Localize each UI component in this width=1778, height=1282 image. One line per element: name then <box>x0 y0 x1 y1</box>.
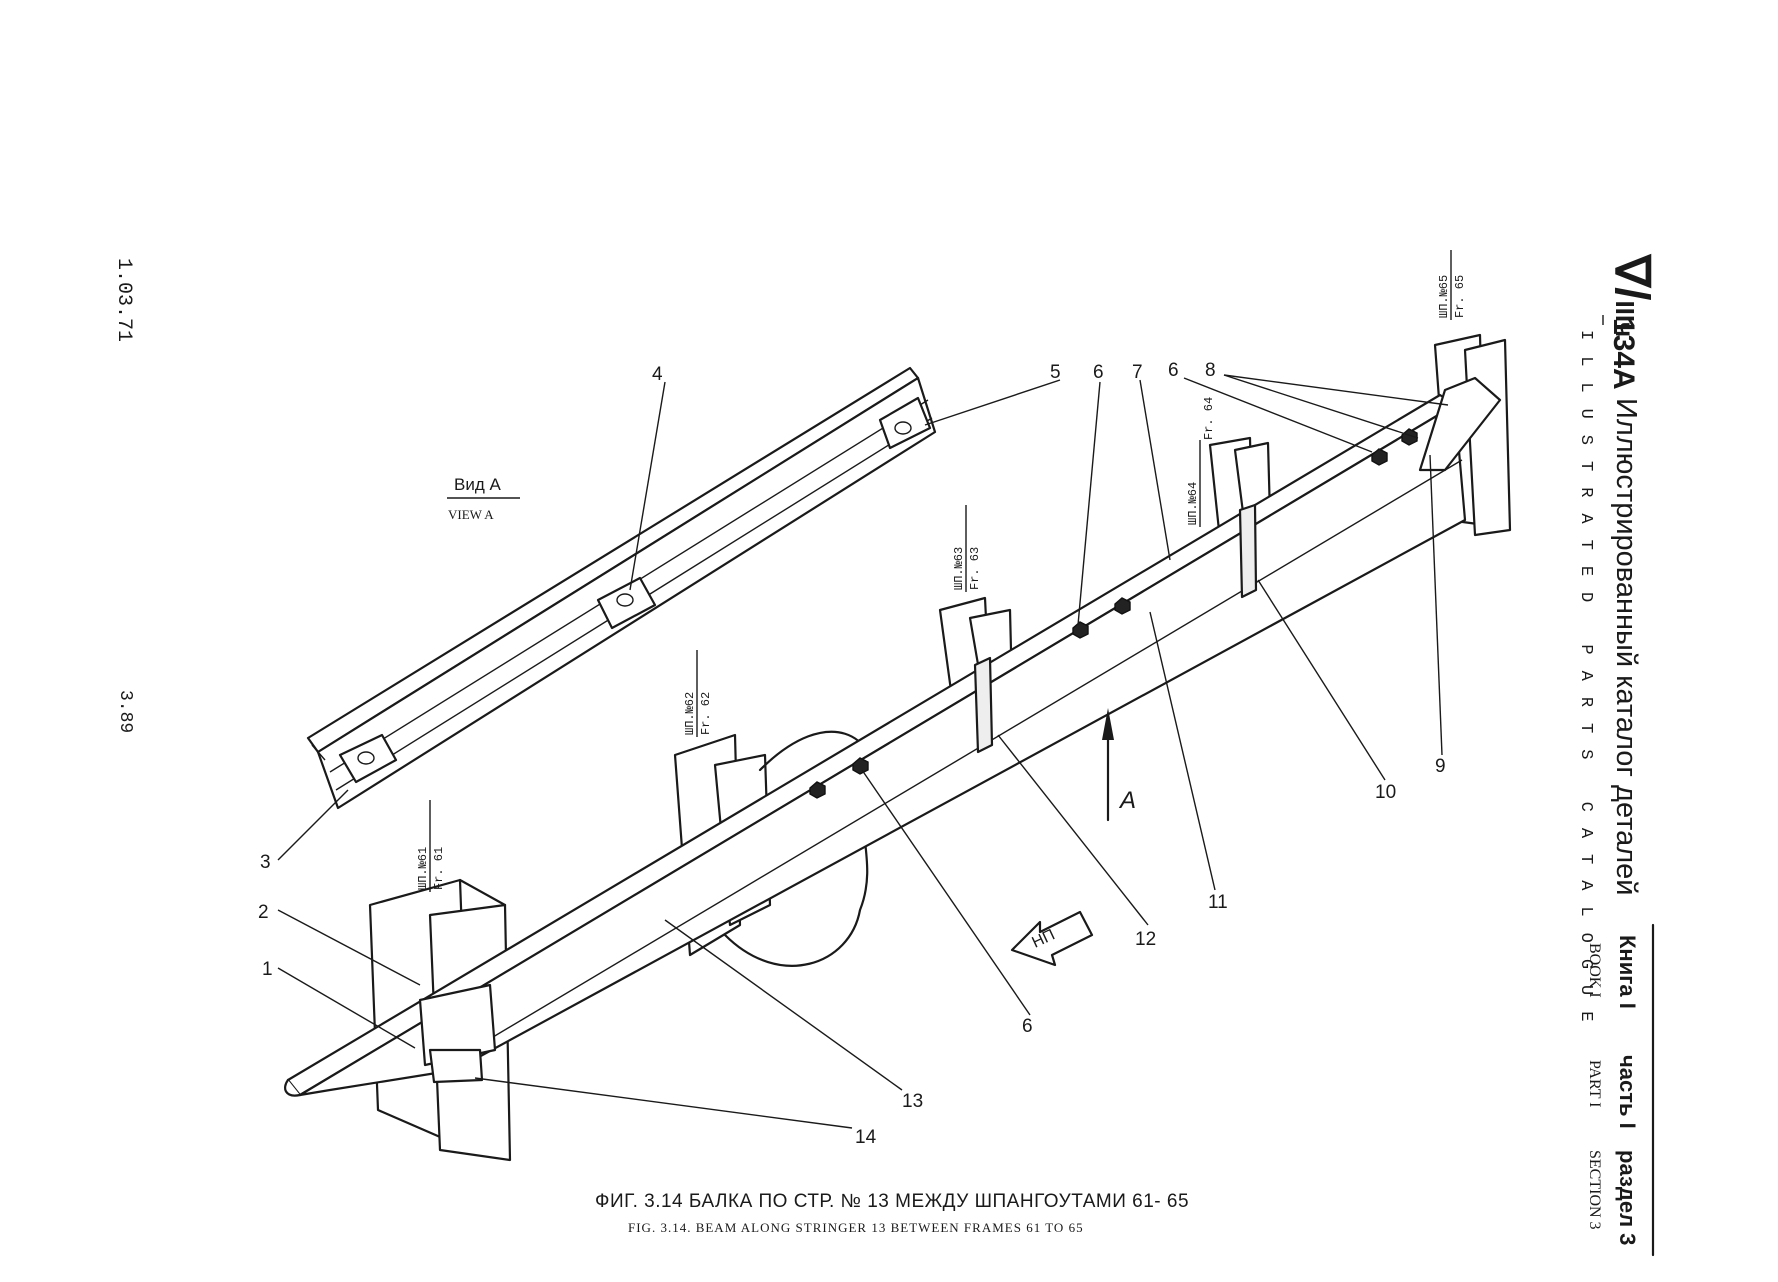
callout-14: 14 <box>855 1127 877 1148</box>
callout-11: 11 <box>1208 892 1228 913</box>
svg-text:Fr. 61: Fr. 61 <box>432 847 446 890</box>
callout-7: 7 <box>1132 362 1143 383</box>
callout-6c: 6 <box>1022 1016 1033 1037</box>
callout-5: 5 <box>1050 362 1061 383</box>
leader-lines <box>277 374 1449 1129</box>
view-a-detail <box>306 366 937 810</box>
svg-text:Fr. 62: Fr. 62 <box>699 692 713 735</box>
main-beam <box>284 376 1502 1097</box>
callout-2: 2 <box>258 902 269 923</box>
svg-text:ШП.№62: ШП.№62 <box>683 692 697 735</box>
figure-caption-ru: ФИГ. 3.14 БАЛКА ПО СТР. № 13 МЕЖДУ ШПАНГ… <box>595 1191 1190 1212</box>
svg-text:Fr. 65: Fr. 65 <box>1453 275 1467 318</box>
callout-4: 4 <box>652 364 663 385</box>
np-arrow-icon: НП <box>1010 910 1094 967</box>
svg-text:ШП.№63: ШП.№63 <box>952 547 966 590</box>
svg-text:Fr. 64: Fr. 64 <box>1202 397 1216 440</box>
figure-caption-en: FIG. 3.14. BEAM ALONG STRINGER 13 BETWEE… <box>628 1220 1084 1235</box>
callout-10: 10 <box>1375 782 1396 803</box>
svg-text:ШП.№64: ШП.№64 <box>1186 482 1200 525</box>
callout-6a: 6 <box>1093 362 1104 383</box>
frame-labels: ШП.№61 Fr. 61 ШП.№62 Fr. 62 ШП.№63 Fr. 6… <box>416 250 1467 892</box>
callout-13: 13 <box>902 1091 923 1112</box>
svg-text:ШП.№61: ШП.№61 <box>416 847 430 890</box>
svg-text:А: А <box>1118 787 1136 814</box>
svg-text:Fr. 63: Fr. 63 <box>968 547 982 590</box>
callout-12: 12 <box>1135 929 1156 950</box>
callout-numbers: 1 2 3 4 5 6 7 6 8 9 10 11 12 6 13 14 <box>258 360 1446 1148</box>
callout-6b: 6 <box>1168 360 1179 381</box>
view-a-label: Вид А VIEW A <box>447 475 520 522</box>
svg-text:Вид А: Вид А <box>454 475 501 494</box>
svg-text:ШП.№65: ШП.№65 <box>1437 275 1451 318</box>
callout-8: 8 <box>1205 360 1216 381</box>
svg-text:VIEW A: VIEW A <box>448 507 494 522</box>
view-a-arrow: А <box>1102 708 1136 822</box>
callout-3: 3 <box>260 852 271 873</box>
callout-9: 9 <box>1435 756 1446 777</box>
callout-1: 1 <box>262 959 273 980</box>
